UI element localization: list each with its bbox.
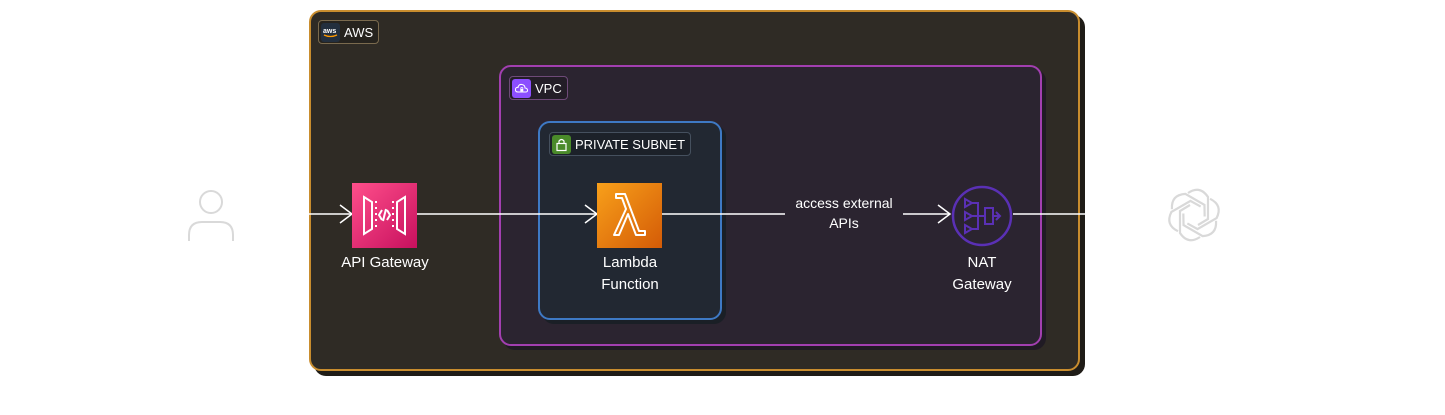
edge-label-line-1: access external (795, 195, 893, 211)
edge-label-line-2: APIs (829, 215, 859, 231)
svg-text:aws: aws (323, 28, 336, 35)
api-gateway-label: API Gateway (341, 254, 429, 271)
user-icon (187, 189, 235, 243)
aws-logo-icon: aws (321, 22, 340, 42)
aws-group-badge: aws AWS (318, 20, 380, 44)
nat-gateway-icon (950, 185, 1014, 247)
vpc-group-badge: VPC (509, 76, 568, 100)
subnet-group-badge: PRIVATE SUBNET (549, 132, 692, 156)
vpc-cloud-lock-icon (512, 78, 531, 98)
nat-gateway-label: NAT Gateway (932, 252, 1032, 296)
lambda-label-line-1: Lambda (602, 254, 658, 271)
nat-label-line-1: NAT (967, 254, 997, 271)
vpc-group-label: VPC (535, 80, 562, 96)
api-gateway-icon (352, 183, 417, 248)
lambda-label: Lambda Function (580, 252, 680, 296)
lambda-to-nat-label: access external APIs (785, 193, 903, 233)
padlock-icon (552, 134, 571, 154)
nat-label-line-2: Gateway (952, 276, 1012, 293)
lambda-icon (597, 183, 662, 248)
lambda-to-nat-arrowhead (937, 204, 952, 224)
aws-group-label: AWS (344, 24, 374, 40)
subnet-group-label: PRIVATE SUBNET (575, 136, 686, 152)
lambda-label-line-2: Function (601, 276, 659, 293)
openai-logo-icon (1161, 182, 1227, 248)
